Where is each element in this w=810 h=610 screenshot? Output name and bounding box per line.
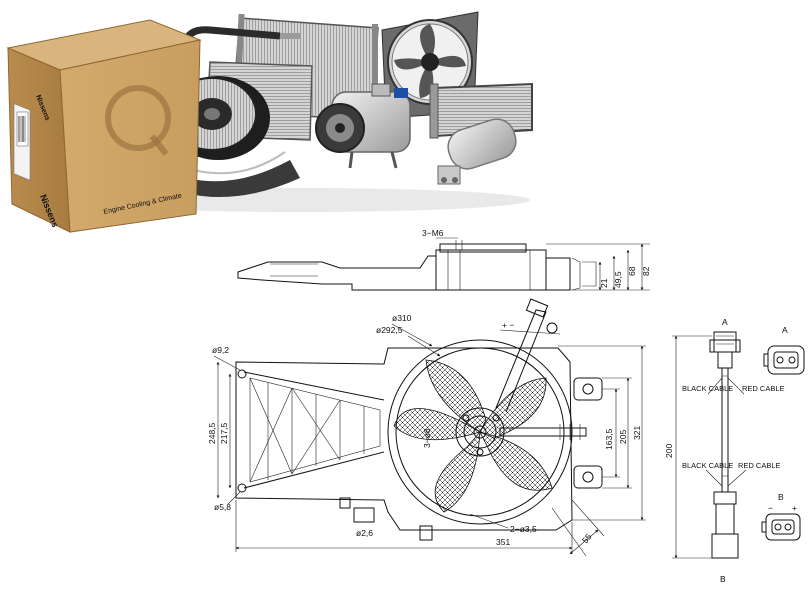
conn-a-label: A (782, 325, 788, 335)
connector-b-face (761, 513, 801, 541)
dim-163-5: 163,5 (604, 428, 614, 450)
width-351: 351 (496, 537, 510, 547)
terminal-signs: + − (502, 320, 514, 330)
side-view-drawing: 3−M6 21 49,5 68 82 (237, 228, 651, 291)
black-cable-bottom: BLACK CABLE (682, 461, 733, 470)
thread-label: 3−M6 (422, 228, 444, 238)
height-outer: 248,5 (207, 422, 217, 444)
hole-left: ø9,2 (212, 345, 229, 355)
box-q-logo (105, 85, 171, 151)
receiver-drier-icon (437, 118, 517, 185)
dim-21: 21 (599, 278, 609, 288)
product-photo-group: Nissens Nissens Engine Cooling & Climate (6, 11, 533, 233)
dim-82: 82 (641, 266, 651, 276)
conn-b-minus: − (768, 503, 773, 513)
label-b-bottom: B (720, 574, 726, 584)
length-200: 200 (664, 444, 674, 458)
conn-b-label: B (778, 492, 784, 502)
dim-49-5: 49,5 (613, 271, 623, 288)
dim-321: 321 (632, 426, 642, 440)
dim-205: 205 (618, 430, 628, 444)
side-dims: 21 49,5 68 82 (546, 243, 651, 291)
black-cable-top: BLACK CABLE (682, 384, 733, 393)
angle-55: 55 (580, 531, 594, 545)
dia-fan: ø310 (392, 313, 412, 323)
carton-box: Nissens Nissens Engine Cooling & Climate (6, 19, 202, 233)
conn-b-plus: + (792, 503, 797, 513)
red-cable-bottom: RED CABLE (738, 461, 781, 470)
center-holes: 3−ø8 (422, 428, 432, 448)
hole-bottom: ø5,8 (214, 502, 231, 512)
label-a-top: A (722, 317, 728, 327)
red-cable-top: RED CABLE (742, 384, 785, 393)
dia-ring: ø292,5 (376, 325, 403, 335)
ac-compressor-icon (315, 83, 411, 169)
hole-small: ø2,6 (356, 528, 373, 538)
dim-68: 68 (627, 266, 637, 276)
connector-view: A B BLACK CABLE RED CABLE BLACK CABLE RE… (664, 317, 805, 584)
connector-a-face (763, 345, 805, 375)
holes-bottom: 2−ø3,5 (510, 524, 537, 534)
height-inner: 217,5 (219, 422, 229, 444)
front-view-drawing: + − ø310 ø292,5 ø9,2 ø5,8 ø2,6 2−ø3,5 3−… (207, 298, 646, 557)
